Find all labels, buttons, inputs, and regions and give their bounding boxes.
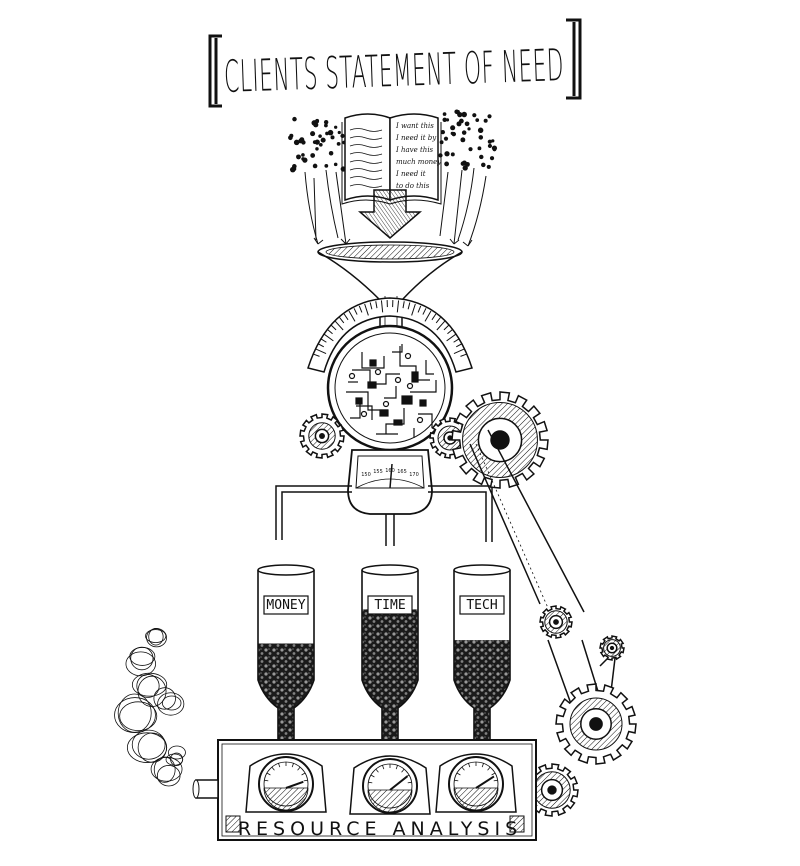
hopper-label-text: TECH bbox=[466, 598, 497, 613]
hopper-fill bbox=[258, 643, 314, 742]
base-bolt bbox=[225, 815, 241, 833]
book-note: to do this bbox=[396, 182, 430, 190]
arrow-down-icon bbox=[357, 189, 423, 239]
hopper-group: MONEY TIME TECH bbox=[257, 564, 511, 742]
idea-dots-left bbox=[288, 116, 347, 173]
hopper-label: MONEY bbox=[263, 595, 309, 615]
book-note: I need it by bbox=[395, 134, 437, 142]
resource-gauge bbox=[435, 753, 517, 813]
gauge-number: 150 bbox=[361, 472, 371, 478]
funnel-icon bbox=[317, 241, 463, 333]
resource-gauge bbox=[245, 753, 327, 813]
gear-icon bbox=[539, 605, 573, 639]
gauge-number: 160 bbox=[385, 468, 395, 474]
gauge-number: 165 bbox=[397, 469, 407, 475]
gauge-number: 155 bbox=[373, 469, 383, 475]
gear-icon bbox=[299, 413, 345, 459]
right-bracket bbox=[566, 18, 582, 100]
book-note: I need it bbox=[395, 170, 426, 178]
hopper-money: MONEY bbox=[257, 564, 315, 742]
converging-arrows bbox=[304, 167, 487, 247]
smoke-icon bbox=[114, 628, 186, 787]
dial-head bbox=[307, 297, 473, 452]
hopper-label: TECH bbox=[459, 595, 505, 615]
hopper-label: TIME bbox=[367, 595, 413, 615]
resource-gauge bbox=[349, 755, 431, 815]
hopper-time: TIME bbox=[361, 564, 419, 742]
base-bolt bbox=[509, 815, 525, 833]
title-block: CLIENTS STATEMENT OF NEED bbox=[208, 18, 582, 108]
page-title: CLIENTS STATEMENT OF NEED bbox=[223, 40, 565, 103]
gear-icon bbox=[599, 635, 625, 661]
gear-icon bbox=[555, 683, 637, 765]
book-note: I want this bbox=[395, 122, 434, 130]
resource-analysis-machine: RESOURCE ANALYSIS bbox=[192, 739, 537, 841]
hopper-label-text: TIME bbox=[374, 598, 405, 613]
hopper-fill bbox=[362, 609, 418, 742]
book-note: much money bbox=[396, 158, 442, 166]
circuit-icon bbox=[346, 344, 437, 438]
book-note: I have this bbox=[395, 146, 434, 154]
gauge-number: 170 bbox=[409, 472, 419, 478]
hopper-fill bbox=[454, 640, 510, 742]
hopper-tech: TECH bbox=[453, 564, 511, 742]
left-bracket bbox=[208, 34, 222, 108]
gear-icon bbox=[525, 763, 579, 817]
hopper-label-text: MONEY bbox=[266, 598, 305, 613]
pipe-manifold bbox=[275, 485, 493, 546]
book-icon: I want this I need it by I have this much m… bbox=[341, 113, 442, 205]
base-label: RESOURCE ANALYSIS bbox=[238, 818, 522, 840]
idea-dots-right bbox=[438, 109, 498, 171]
gear-icon bbox=[451, 391, 549, 489]
